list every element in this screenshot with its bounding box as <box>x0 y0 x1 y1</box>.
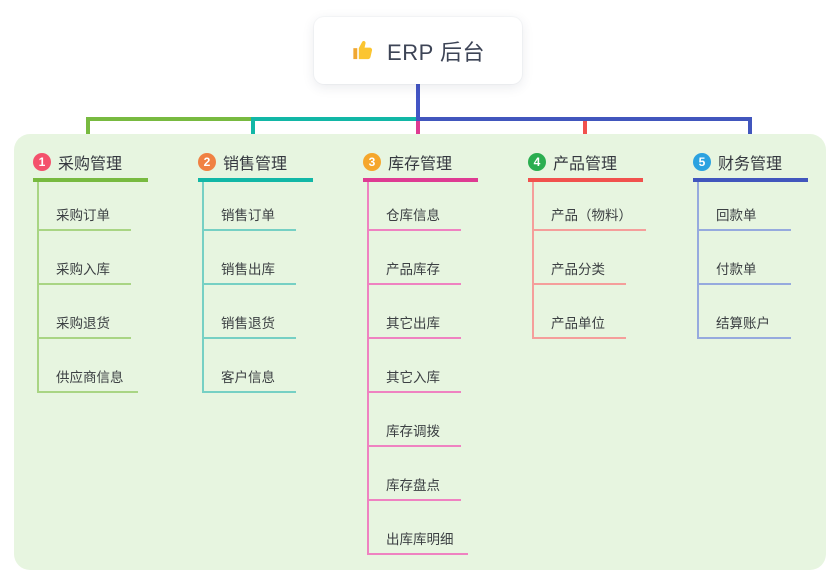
mindmap-node: 其它出库 <box>369 285 461 339</box>
branch-label: 库存管理 <box>388 156 453 173</box>
branch-purchase: 1 采购管理 采购订单 采购入库 采购退货 供应商信息 <box>33 146 173 393</box>
branch-items: 产品（物料） 产品分类 产品单位 <box>532 182 646 339</box>
branch-number-badge: 2 <box>198 153 216 171</box>
branch-items: 回款单 付款单 结算账户 <box>697 182 791 339</box>
branch-header: 1 采购管理 <box>33 146 148 182</box>
branch-number-badge: 1 <box>33 153 51 171</box>
connector-drop-finance <box>748 117 752 148</box>
branch-label: 销售管理 <box>223 156 288 173</box>
mindmap-node: 采购入库 <box>39 231 131 285</box>
branch-number-badge: 5 <box>693 153 711 171</box>
mindmap-node: 销售退货 <box>204 285 296 339</box>
mindmap-node: 产品单位 <box>534 285 626 339</box>
mindmap-panel <box>14 134 826 570</box>
mindmap-node: 供应商信息 <box>39 339 138 393</box>
connector-drop-purchase <box>86 117 90 148</box>
branch-header: 4 产品管理 <box>528 146 643 182</box>
mindmap-node: 结算账户 <box>699 285 791 339</box>
root-title: ERP 后台 <box>387 39 485 65</box>
thumbs-up-icon <box>351 38 376 63</box>
connector-bus-right <box>416 117 752 121</box>
branch-label: 采购管理 <box>58 156 123 173</box>
branch-product: 4 产品管理 产品（物料） 产品分类 产品单位 <box>528 146 668 339</box>
branch-header: 3 库存管理 <box>363 146 478 182</box>
mindmap-node: 采购订单 <box>39 182 131 231</box>
mindmap-node: 客户信息 <box>204 339 296 393</box>
root-node: ERP 后台 <box>314 17 522 84</box>
connector-bus-center <box>251 117 418 121</box>
branch-finance: 5 财务管理 回款单 付款单 结算账户 <box>693 146 833 339</box>
root-stem-connector <box>416 84 420 121</box>
mindmap-node: 销售出库 <box>204 231 296 285</box>
mindmap-node: 销售订单 <box>204 182 296 231</box>
branch-number-badge: 4 <box>528 153 546 171</box>
mindmap-node: 回款单 <box>699 182 791 231</box>
branch-items: 销售订单 销售出库 销售退货 客户信息 <box>202 182 296 393</box>
mindmap-node: 库存盘点 <box>369 447 461 501</box>
mindmap-node: 出库库明细 <box>369 501 468 555</box>
mindmap-node: 仓库信息 <box>369 182 461 231</box>
branch-header: 2 销售管理 <box>198 146 313 182</box>
branch-items: 采购订单 采购入库 采购退货 供应商信息 <box>37 182 138 393</box>
branch-label: 产品管理 <box>553 156 618 173</box>
mindmap-node: 其它入库 <box>369 339 461 393</box>
mindmap-node: 付款单 <box>699 231 791 285</box>
branch-number-badge: 3 <box>363 153 381 171</box>
mindmap-node: 产品（物料） <box>534 182 646 231</box>
mindmap-node: 产品库存 <box>369 231 461 285</box>
mindmap-node: 库存调拨 <box>369 393 461 447</box>
branch-sales: 2 销售管理 销售订单 销售出库 销售退货 客户信息 <box>198 146 338 393</box>
mindmap-node: 采购退货 <box>39 285 131 339</box>
branch-label: 财务管理 <box>718 156 783 173</box>
connector-drop-sales <box>251 117 255 148</box>
mindmap-node: 产品分类 <box>534 231 626 285</box>
branch-items: 仓库信息 产品库存 其它出库 其它入库 库存调拨 库存盘点 出库库明细 <box>367 182 468 555</box>
branch-header: 5 财务管理 <box>693 146 808 182</box>
branch-inventory: 3 库存管理 仓库信息 产品库存 其它出库 其它入库 库存调拨 库存盘点 出库库… <box>363 146 503 555</box>
connector-bus-left <box>86 117 253 121</box>
